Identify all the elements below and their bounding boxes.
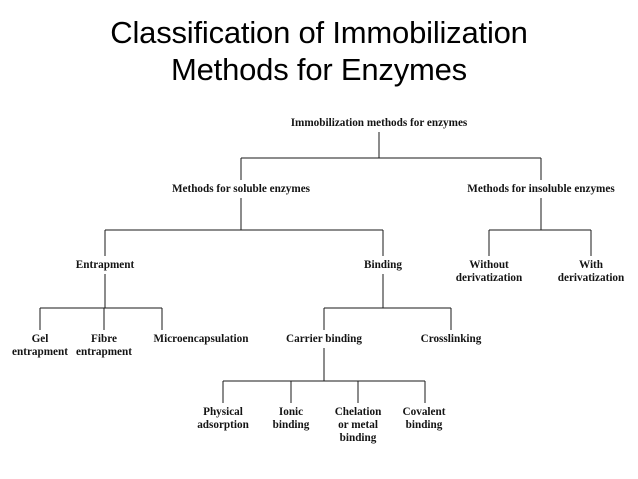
tree-node-line: Crosslinking (421, 333, 482, 345)
tree-node-line: binding (273, 419, 310, 431)
tree-svg: Immobilization methods for enzymesMethod… (12, 117, 625, 444)
connector-insoluble-to-level2 (488, 198, 592, 256)
tree-node-line: binding (406, 419, 443, 431)
tree-node-root[interactable]: Immobilization methods for enzymes (291, 117, 468, 129)
page-title-line-2: Methods for Enzymes (171, 52, 467, 87)
connector-soluble-to-level2 (104, 198, 384, 256)
tree-node-line: Entrapment (76, 259, 135, 271)
tree-node-line: binding (340, 432, 377, 444)
tree-node-line: entrapment (76, 346, 132, 358)
tree-node-microencapsulation[interactable]: Microencapsulation (154, 333, 250, 345)
tree-node-line: or metal (338, 419, 378, 431)
connector-binding-to-level3 (323, 274, 452, 330)
tree-node-line: With (579, 259, 604, 271)
tree-node-line: Carrier binding (286, 333, 362, 345)
tree-node-line: Immobilization methods for enzymes (291, 117, 468, 129)
connector-carrier-to-level4 (222, 348, 426, 403)
tree-node-soluble[interactable]: Methods for soluble enzymes (172, 183, 311, 195)
tree-node-line: derivatization (558, 272, 625, 284)
tree-connectors (39, 132, 592, 403)
connector-root-to-level1 (240, 132, 542, 180)
tree-node-line: Ionic (279, 406, 303, 418)
tree-node-crosslinking[interactable]: Crosslinking (421, 333, 482, 345)
tree-node-line: Microencapsulation (154, 333, 250, 345)
tree-node-entrapment[interactable]: Entrapment (76, 259, 135, 271)
tree-node-line: Gel (32, 333, 49, 345)
tree-node-line: Binding (364, 259, 402, 271)
tree-node-line: Fibre (91, 333, 117, 345)
tree-node-labels: Immobilization methods for enzymesMethod… (12, 117, 625, 444)
tree-node-line: Covalent (403, 406, 446, 418)
tree-node-line: Physical (203, 406, 243, 418)
page-title-line-1: Classification of Immobilization (110, 15, 528, 50)
tree-node-line: Methods for soluble enzymes (172, 183, 311, 195)
tree-node-binding[interactable]: Binding (364, 259, 402, 271)
tree-node-line: entrapment (12, 346, 68, 358)
tree-node-line: Chelation (335, 406, 382, 418)
tree-node-insoluble[interactable]: Methods for insoluble enzymes (467, 183, 615, 195)
tree-node-carrier-binding[interactable]: Carrier binding (286, 333, 362, 345)
tree-node-line: Methods for insoluble enzymes (467, 183, 615, 195)
tree-node-line: adsorption (197, 419, 249, 431)
page-title: Classification of Immobilization Methods… (0, 14, 638, 88)
tree-node-line: derivatization (456, 272, 523, 284)
connector-entrapment-to-level3 (39, 274, 163, 330)
tree-node-line: Without (469, 259, 509, 271)
